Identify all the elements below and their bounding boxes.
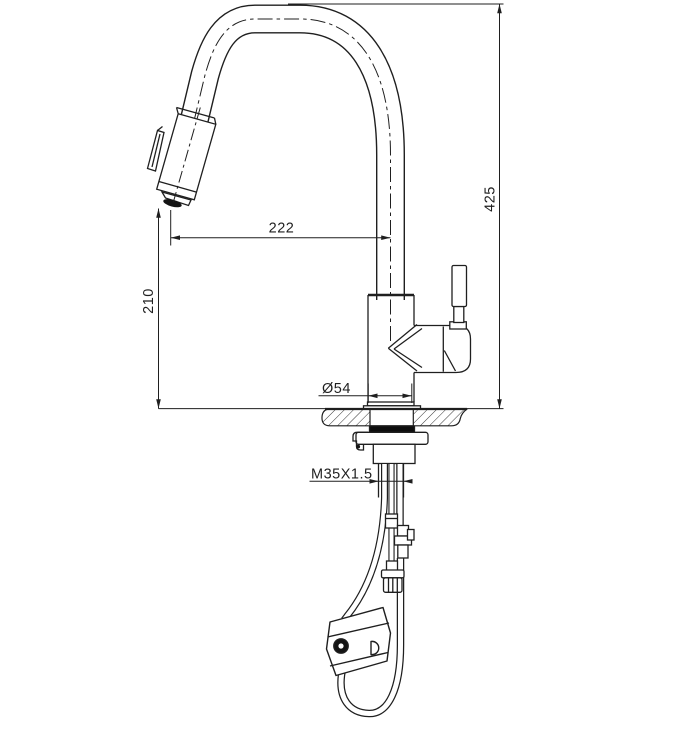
pull-down-hose — [341, 464, 388, 623]
dim-flange-diameter: Ø54 — [318, 381, 412, 399]
supply-hose — [380, 464, 405, 593]
spray-head-clip — [146, 125, 165, 172]
dim-label-diameter: Ø54 — [322, 381, 351, 397]
hose-sleeve — [384, 513, 399, 529]
mounting-hardware — [352, 425, 429, 498]
hose-loop — [337, 464, 405, 718]
faucet-body — [367, 264, 472, 402]
dimensions: 425 222 210 Ø54 M35X1.5 — [141, 3, 504, 484]
spout-centerline — [193, 18, 391, 341]
spray-head — [146, 106, 217, 208]
countertop — [321, 407, 469, 427]
handle — [449, 264, 468, 330]
mounting-tab — [352, 431, 368, 451]
hose-weight — [325, 606, 392, 677]
dim-label-thread: M35X1.5 — [311, 467, 373, 483]
rubber-washer — [368, 425, 416, 433]
dim-label-210: 210 — [141, 288, 157, 314]
dim-label-222: 222 — [269, 221, 295, 237]
dim-spout-height: 210 — [141, 208, 161, 409]
spray-outlet — [163, 199, 182, 208]
handle-grip — [451, 264, 468, 308]
hoses — [325, 464, 415, 718]
mounting-plate — [355, 431, 429, 445]
handle-stem — [453, 305, 465, 324]
dim-total-height: 425 — [483, 4, 502, 409]
escutcheon — [362, 401, 422, 410]
connector-nut-flange — [380, 569, 405, 579]
fitting-clip — [406, 528, 415, 541]
dim-shank-thread: M35X1.5 — [309, 467, 413, 484]
dim-spout-reach: 222 — [170, 221, 391, 240]
spout-junction — [387, 323, 423, 372]
weight-hole — [370, 640, 380, 656]
quick-connect-fitting — [393, 524, 415, 559]
spray-head-centerline — [172, 107, 201, 203]
gooseneck-spout — [179, 4, 405, 341]
mounting-nut — [372, 443, 416, 465]
dim-label-425: 425 — [483, 186, 499, 212]
